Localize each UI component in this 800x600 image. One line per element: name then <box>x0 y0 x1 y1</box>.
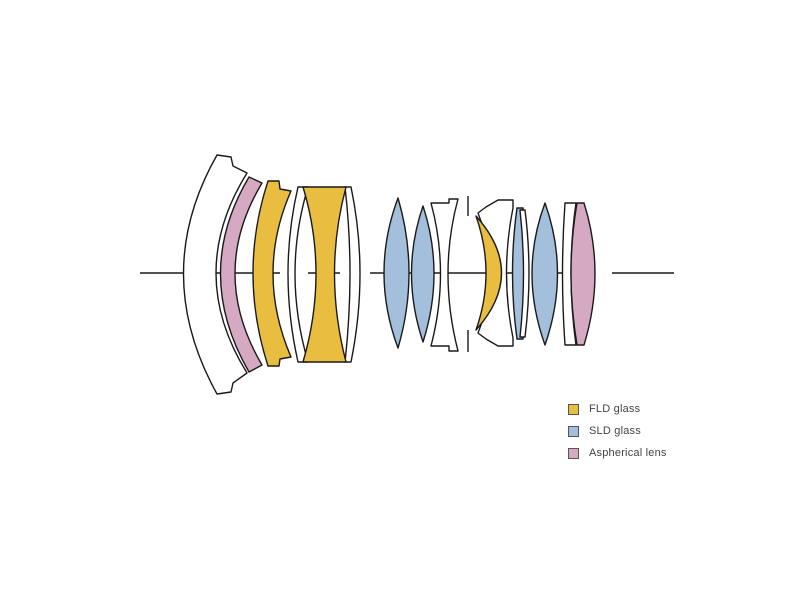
legend-item-sld: SLD glass <box>568 420 667 442</box>
lens-element-16-aspherical <box>570 202 596 346</box>
legend-item-fld: FLD glass <box>568 398 667 420</box>
lens-element-3-fld <box>252 180 292 367</box>
lens-element-6-fld <box>302 186 347 363</box>
lens-element-7-sld <box>383 197 410 349</box>
legend-swatch-aspherical <box>568 447 579 459</box>
lens-element-13 <box>519 209 530 338</box>
lens-element-4 <box>287 186 309 363</box>
lens-element-5 <box>344 186 361 363</box>
lens-element-9 <box>430 198 459 352</box>
legend-label-sld: SLD glass <box>589 425 641 437</box>
lens-element-11-fld <box>475 215 503 331</box>
legend: FLD glass SLD glass Aspherical lens <box>568 398 667 464</box>
lens-element-1 <box>182 154 248 395</box>
legend-label-aspherical: Aspherical lens <box>589 447 667 459</box>
lens-element-14-sld <box>531 202 559 346</box>
lens-element-8-sld <box>410 205 435 343</box>
legend-item-aspherical: Aspherical lens <box>568 442 667 464</box>
lens-element-2-aspherical <box>219 176 263 373</box>
legend-swatch-fld <box>568 403 579 415</box>
legend-swatch-sld <box>568 425 579 437</box>
legend-label-fld: FLD glass <box>589 403 641 415</box>
